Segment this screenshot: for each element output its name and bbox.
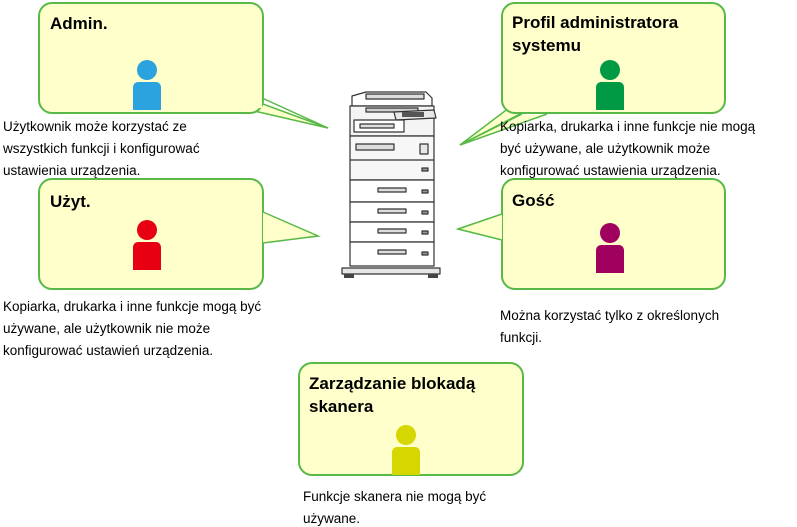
sysadmin-description: Kopiarka, drukarka i inne funkcje nie mo… <box>500 116 755 182</box>
guest-description-line-2: funkcji. <box>500 330 543 345</box>
scanner-lock-title: Zarządzanie blokadą skanera <box>309 372 475 418</box>
guest-description-line-1: Można korzystać tylko z określonych <box>500 308 720 323</box>
guest-title: Gość <box>512 191 555 210</box>
sysadmin-title: Profil administratora systemu <box>512 11 678 57</box>
guest-person-icon <box>596 223 624 273</box>
scanner-lock-person-icon <box>392 425 420 475</box>
sysadmin-description-line-3: konfigurować ustawienia urządzenia. <box>500 163 721 178</box>
guest-description: Można korzystać tylko z określonych funk… <box>500 305 719 349</box>
multifunction-printer-icon <box>341 91 441 278</box>
admin-title: Admin. <box>50 14 108 33</box>
admin-person-icon <box>133 60 161 110</box>
sysadmin-description-line-1: Kopiarka, drukarka i inne funkcje nie mo… <box>500 119 756 134</box>
admin-description-line-2: wszystkich funkcji i konfigurować <box>3 141 200 156</box>
sysadmin-person-icon <box>596 60 624 110</box>
sysadmin-description-line-2: być używane, ale użytkownik może <box>500 141 711 156</box>
admin-description-line-1: Użytkownik może korzystać ze <box>3 119 187 134</box>
user-bubble-tail <box>261 210 321 243</box>
guest-bubble-tail <box>455 212 504 241</box>
sysadmin-title-line-2: systemu <box>512 36 581 55</box>
user-description: Kopiarka, drukarka i inne funkcje mogą b… <box>3 296 261 362</box>
scanner-lock-title-line-2: skanera <box>309 397 374 416</box>
scanner-lock-description-line-1: Funkcje skanera nie mogą być <box>303 489 487 504</box>
scanner-lock-title-line-1: Zarządzanie blokadą <box>309 374 476 393</box>
sysadmin-title-line-1: Profil administratora <box>512 13 679 32</box>
scanner-lock-description: Funkcje skanera nie mogą być używane. <box>303 486 486 527</box>
user-person-icon <box>133 220 161 270</box>
user-description-line-3: konfigurować ustawień urządzenia. <box>3 343 214 358</box>
user-description-line-2: używane, ale użytkownik nie może <box>3 321 211 336</box>
user-title: Użyt. <box>50 192 91 211</box>
user-description-line-1: Kopiarka, drukarka i inne funkcje mogą b… <box>3 299 262 314</box>
admin-description: Użytkownik może korzystać ze wszystkich … <box>3 116 200 182</box>
admin-description-line-3: ustawienia urządzenia. <box>3 163 141 178</box>
scanner-lock-description-line-2: używane. <box>303 511 361 526</box>
